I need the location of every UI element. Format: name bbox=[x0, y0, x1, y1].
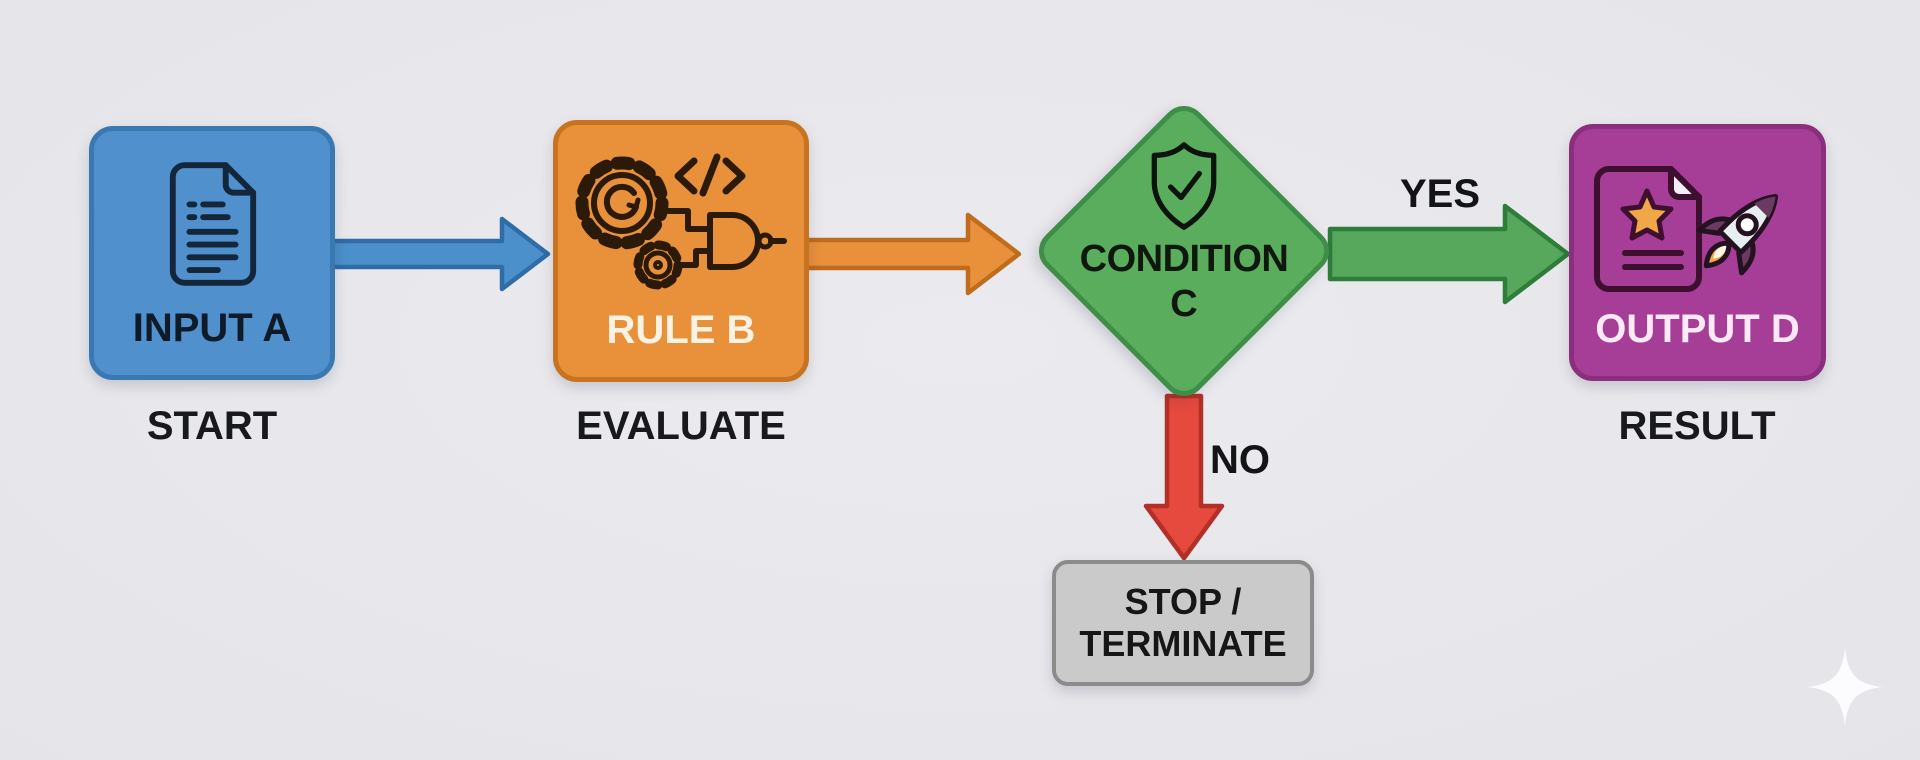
node-stop-terminate: STOP / TERMINATE bbox=[1052, 560, 1314, 686]
shield-check-icon bbox=[1151, 142, 1217, 230]
gears-code-logic-gate-icon bbox=[575, 153, 787, 290]
node-stop-line1: STOP / bbox=[1124, 581, 1242, 622]
node-rule-b-title: RULE B bbox=[606, 308, 756, 352]
node-input-a-title: INPUT A bbox=[132, 306, 292, 350]
node-condition-c-title-line2: C bbox=[1170, 283, 1198, 325]
node-input-a: INPUT A bbox=[89, 126, 335, 380]
edge-label-no: NO bbox=[1210, 438, 1270, 482]
caption-start: START bbox=[146, 404, 278, 448]
node-condition-c: CONDITION C bbox=[1032, 100, 1336, 404]
node-stop-line2: TERMINATE bbox=[1079, 623, 1287, 664]
caption-evaluate: EVALUATE bbox=[576, 404, 786, 448]
arrow-input-to-rule bbox=[329, 216, 551, 292]
arrow-condition-to-output-yes bbox=[1327, 203, 1571, 305]
node-output-d-title: OUTPUT D bbox=[1595, 307, 1800, 351]
document-icon bbox=[169, 162, 257, 286]
arrow-rule-to-condition bbox=[803, 212, 1022, 296]
document-star-rocket-icon bbox=[1593, 166, 1778, 292]
node-output-d: OUTPUT D bbox=[1569, 124, 1826, 381]
sparkle-icon bbox=[1807, 648, 1883, 726]
arrow-condition-to-stop-no bbox=[1143, 393, 1225, 561]
edge-label-yes: YES bbox=[1399, 172, 1481, 216]
node-condition-c-title-line1: CONDITION bbox=[1079, 238, 1289, 280]
caption-result: RESULT bbox=[1618, 404, 1776, 448]
node-rule-b: RULE B bbox=[553, 120, 809, 382]
